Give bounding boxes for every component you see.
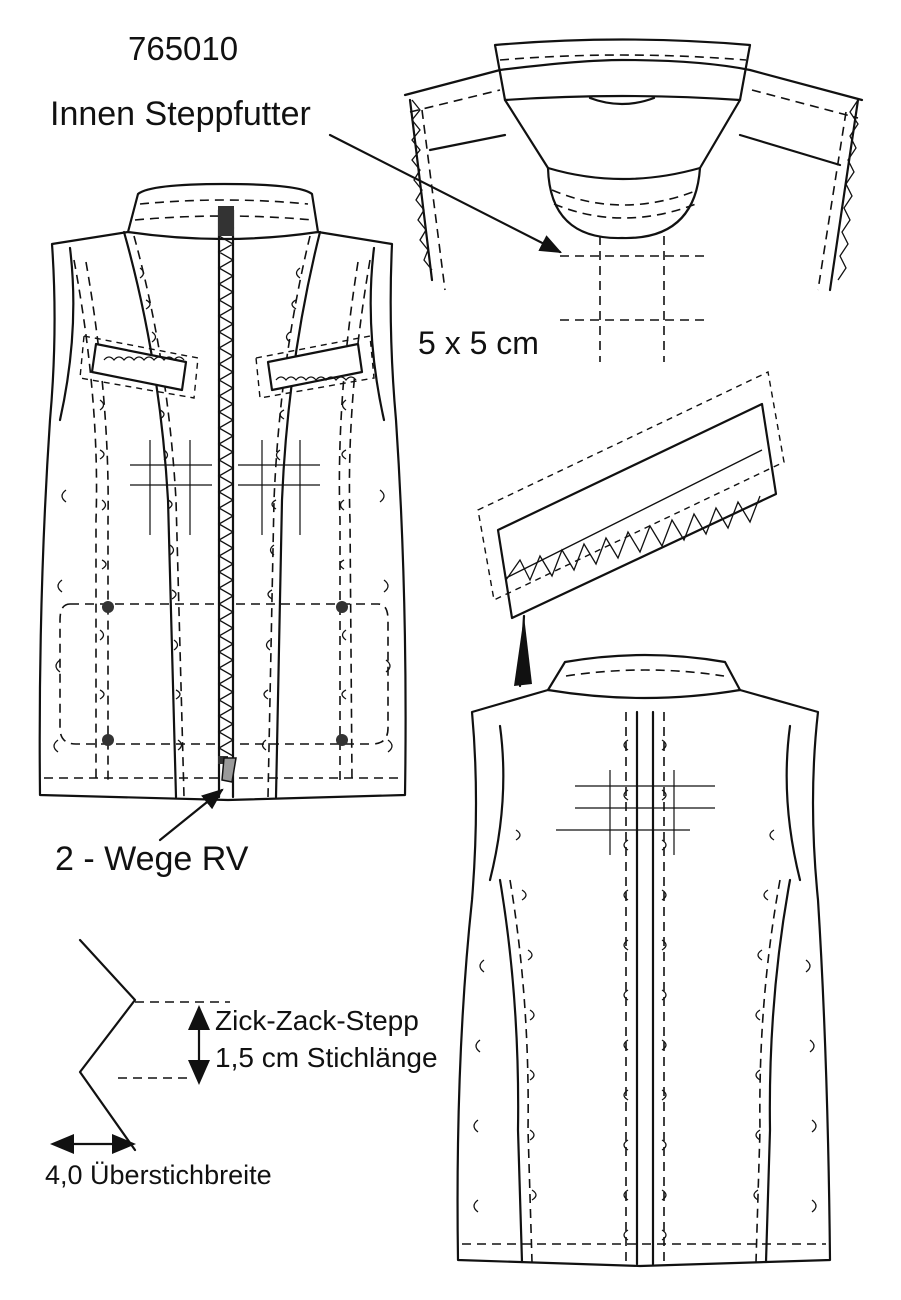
stitch-name-label: Zick-Zack-Stepp (215, 1005, 419, 1036)
front-quilt-grid-left (130, 440, 212, 535)
zipper-callout-arrow (158, 788, 224, 842)
back-decorative-stitching (473, 739, 817, 1241)
front-left-armhole-seam (58, 246, 75, 422)
snap-button (102, 601, 114, 613)
chest-pocket-flap-right (255, 335, 375, 399)
back-collar (546, 653, 742, 700)
inside-view (328, 38, 864, 362)
stitch-length-arrow-down (188, 1060, 210, 1085)
zipper-top-stop (218, 206, 234, 236)
back-body-outline (456, 688, 832, 1268)
back-quilt-grid (556, 770, 715, 855)
article-number: 765010 (128, 30, 239, 67)
lining-callout-label: Innen Steppfutter (50, 95, 311, 133)
front-decorative-stitching (53, 267, 393, 753)
front-view (38, 182, 407, 802)
zipper-pull (221, 757, 237, 783)
back-view (456, 653, 832, 1268)
snap-button (102, 734, 114, 746)
lining-callout-arrow (328, 133, 562, 254)
stitch-width-arrow-left (50, 1134, 74, 1154)
stitch-legend (50, 938, 230, 1154)
zigzag-legend-line (78, 938, 137, 1152)
stitch-width-arrow-right (112, 1134, 136, 1154)
inside-collar (493, 38, 752, 102)
stitch-width-label: 4,0 Überstichbreite (45, 1160, 272, 1190)
front-quilt-grid-right (238, 440, 320, 535)
zigzag-detail (477, 370, 785, 688)
snap-button (336, 601, 348, 613)
front-pocket-left (59, 603, 215, 745)
snap-button (336, 734, 348, 746)
stitch-length-label: 1,5 cm Stichlänge (215, 1042, 438, 1073)
quilting-grid-label: 5 x 5 cm (418, 325, 539, 361)
quilting-grid-pattern (560, 236, 710, 362)
detail-pointer-arrow (514, 616, 532, 686)
front-zipper (217, 206, 237, 799)
stitch-length-arrow-up (188, 1005, 210, 1030)
chest-pocket-flap-left (79, 335, 199, 399)
zipper-callout-label: 2 - Wege RV (55, 840, 249, 878)
